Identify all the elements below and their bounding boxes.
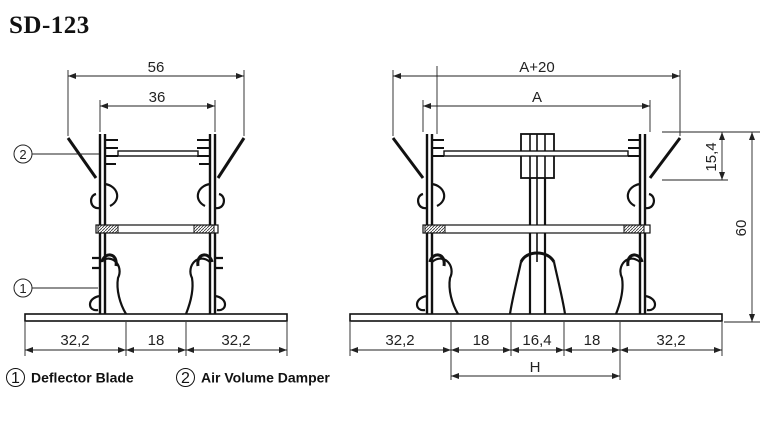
left-profile [24, 134, 288, 322]
right-base-plate [349, 313, 723, 322]
dim-left-bottom-a: 32,2 [60, 332, 89, 349]
dim-right-bottom-c: 16,4 [522, 332, 551, 349]
dim-left-bottom-c: 32,2 [221, 332, 250, 349]
dim-right-bottom-a: 32,2 [385, 332, 414, 349]
right-deflector-blade-1 [391, 137, 425, 179]
dim-right-bottom-e: 32,2 [656, 332, 685, 349]
diagram-title: SD-123 [9, 12, 90, 39]
left-damper-bar [117, 150, 199, 157]
dim-right-bottom-d: 18 [584, 332, 601, 349]
left-deflector-blade-1 [66, 137, 98, 179]
left-profile-wall-2 [184, 134, 227, 315]
left-profile-wall-1 [88, 134, 127, 315]
legend-label-1: Deflector Blade [31, 369, 134, 386]
legend-number-2: 2 [176, 368, 195, 387]
right-damper-bar [443, 150, 629, 157]
right-link-bar [422, 224, 651, 234]
dim-left-bottom-b: 18 [148, 332, 165, 349]
dim-right-height: 60 [733, 220, 750, 237]
left-dimensions [24, 70, 288, 356]
dim-left-inner: 36 [149, 89, 166, 106]
right-deflector-blade-2 [648, 137, 682, 179]
legend-item-air-volume-damper: 2 Air Volume Damper [176, 368, 330, 387]
dim-right-overall: A+20 [519, 59, 554, 76]
legend-number-1: 1 [6, 368, 25, 387]
legend-label-2: Air Volume Damper [201, 369, 330, 386]
right-profile-wall-2 [614, 134, 657, 315]
left-base-plate [24, 313, 288, 322]
right-profile-center [508, 133, 567, 315]
dim-left-overall: 56 [148, 59, 165, 76]
dim-right-side-small: 15,4 [703, 142, 720, 171]
callout-1-number: 1 [19, 281, 26, 296]
callout-2-number: 2 [19, 147, 26, 162]
right-profile-wall-1 [415, 134, 459, 315]
dim-right-bottom-b: 18 [473, 332, 490, 349]
dim-right-inner: A [532, 89, 542, 106]
right-profile [349, 133, 723, 322]
legend-item-deflector-blade: 1 Deflector Blade [6, 368, 134, 387]
right-dimensions [349, 66, 760, 380]
dim-right-span: H [530, 359, 541, 376]
callout-1: 1 [13, 278, 98, 298]
callout-2: 2 [13, 144, 99, 164]
left-link-bar [95, 224, 219, 234]
left-deflector-blade-2 [216, 137, 246, 179]
